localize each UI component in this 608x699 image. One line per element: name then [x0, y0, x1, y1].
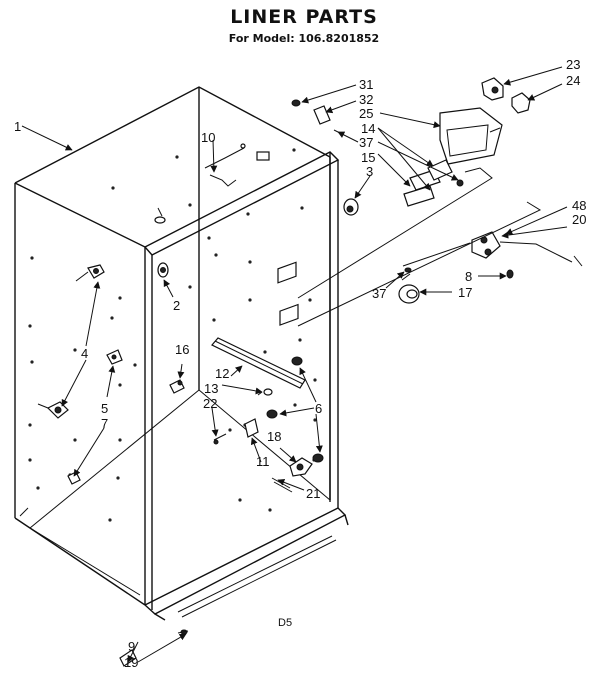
callout-23: 23 — [566, 57, 580, 72]
callout-7: 7 — [101, 416, 108, 431]
callout-22: 22 — [203, 396, 217, 411]
part-labels — [277, 261, 299, 326]
part-37b-screw — [404, 267, 412, 273]
callout-9: 9 — [128, 639, 135, 654]
part-2-clip — [157, 262, 169, 278]
callout-13: 13 — [204, 381, 218, 396]
callout-20: 20 — [572, 212, 586, 227]
callout-14: 14 — [361, 121, 375, 136]
liner-cabinet — [14, 86, 349, 621]
part-5-bracket — [106, 349, 123, 365]
callout-37-bottom: 37 — [372, 286, 386, 301]
part-6-nuts — [266, 356, 324, 463]
callout-15: 15 — [361, 150, 375, 165]
diagram-code: D5 — [278, 617, 292, 629]
callout-18: 18 — [267, 429, 281, 444]
part-31-32-bracket — [291, 99, 343, 135]
part-48-20-thermostat — [471, 231, 583, 267]
part-18-cam — [289, 457, 313, 477]
part-21-screw — [271, 477, 293, 493]
callout-48: 48 — [572, 198, 586, 213]
exploded-view-guides — [297, 167, 542, 327]
part-23-24-knob — [481, 77, 531, 114]
callout-6: 6 — [315, 401, 322, 416]
part-16-screw — [169, 379, 185, 394]
part-4-bracket — [75, 264, 105, 282]
callout-12: 12 — [215, 366, 229, 381]
callout-31: 31 — [359, 77, 373, 92]
callout-labels: 1 2 3 4 5 6 7 8 9 10 11 12 13 14 15 16 1… — [14, 57, 586, 670]
liner-mounting-holes — [28, 148, 317, 522]
callout-8: 8 — [465, 269, 472, 284]
callout-10: 10 — [201, 130, 215, 145]
callout-25: 25 — [359, 106, 373, 121]
callout-19: 19 — [124, 655, 138, 670]
callout-16: 16 — [175, 342, 189, 357]
callout-3: 3 — [366, 164, 373, 179]
part-wire-harness — [204, 143, 270, 187]
callout-24: 24 — [566, 73, 580, 88]
model-number: For Model: 106.8201852 — [228, 32, 380, 45]
part-3-stud — [343, 198, 359, 216]
part-drain-fitting — [154, 207, 166, 224]
part-17-knob — [398, 273, 420, 304]
part-12-rail — [211, 337, 306, 389]
callout-4: 4 — [81, 346, 88, 361]
part-22-screw — [213, 433, 227, 445]
diagram-title: LINER PARTS — [230, 6, 378, 28]
callout-17: 17 — [458, 285, 472, 300]
callout-11: 11 — [256, 454, 270, 469]
callout-1: 1 — [14, 119, 21, 134]
part-4b-bracket — [37, 401, 69, 419]
part-11-latch — [244, 418, 259, 438]
callout-37-top: 37 — [359, 135, 373, 150]
part-8-screw — [506, 269, 514, 279]
leader-lines — [21, 66, 568, 663]
part-25-cover — [439, 107, 503, 165]
callout-5: 5 — [101, 401, 108, 416]
callout-32: 32 — [359, 92, 373, 107]
callout-2: 2 — [173, 298, 180, 313]
callout-21: 21 — [306, 486, 320, 501]
part-14-15-switch — [403, 159, 464, 207]
